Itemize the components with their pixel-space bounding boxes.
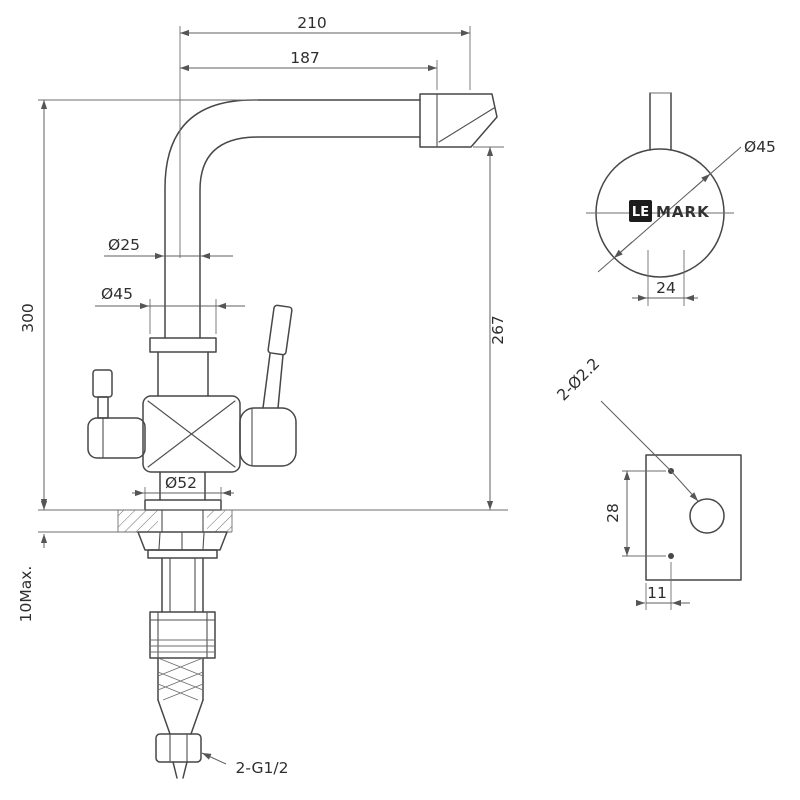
faucet-outline (87, 93, 498, 511)
dim-10max-label: 10Max. (17, 566, 35, 623)
mounting-plate-view: 2-Ø2.2 28 11 (554, 355, 742, 610)
dim-300-label: 300 (19, 303, 37, 333)
side-view-dimensions: 210 187 300 267 Ø25 Ø45 Ø52 (17, 14, 507, 777)
dia-25-label: Ø25 (108, 236, 140, 254)
dia-45-top-label: Ø45 (744, 138, 776, 156)
faucet-side-view: 210 187 300 267 Ø25 Ø45 Ø52 (17, 14, 508, 779)
holes-2d22-label: 2-Ø2.2 (554, 355, 604, 405)
dim-187-label: 187 (290, 49, 320, 67)
dim-28-label: 28 (604, 503, 622, 523)
dim-24-label: 24 (656, 279, 676, 297)
logo-mark-text: MARK (656, 203, 710, 221)
dia-52-label: Ø52 (165, 474, 197, 492)
thread-g12-label: 2-G1/2 (236, 759, 289, 777)
mounting-hardware (137, 531, 228, 779)
dia-45-side-label: Ø45 (101, 285, 133, 303)
dim-267-label: 267 (489, 315, 507, 345)
lemark-logo: LE MARK (629, 200, 710, 222)
faucet-top-view: Ø45 LE MARK 24 (586, 92, 776, 306)
logo-le-text: LE (632, 205, 649, 220)
countertop (38, 509, 508, 533)
dim-11-label: 11 (647, 584, 667, 602)
dim-210-label: 210 (297, 14, 327, 32)
